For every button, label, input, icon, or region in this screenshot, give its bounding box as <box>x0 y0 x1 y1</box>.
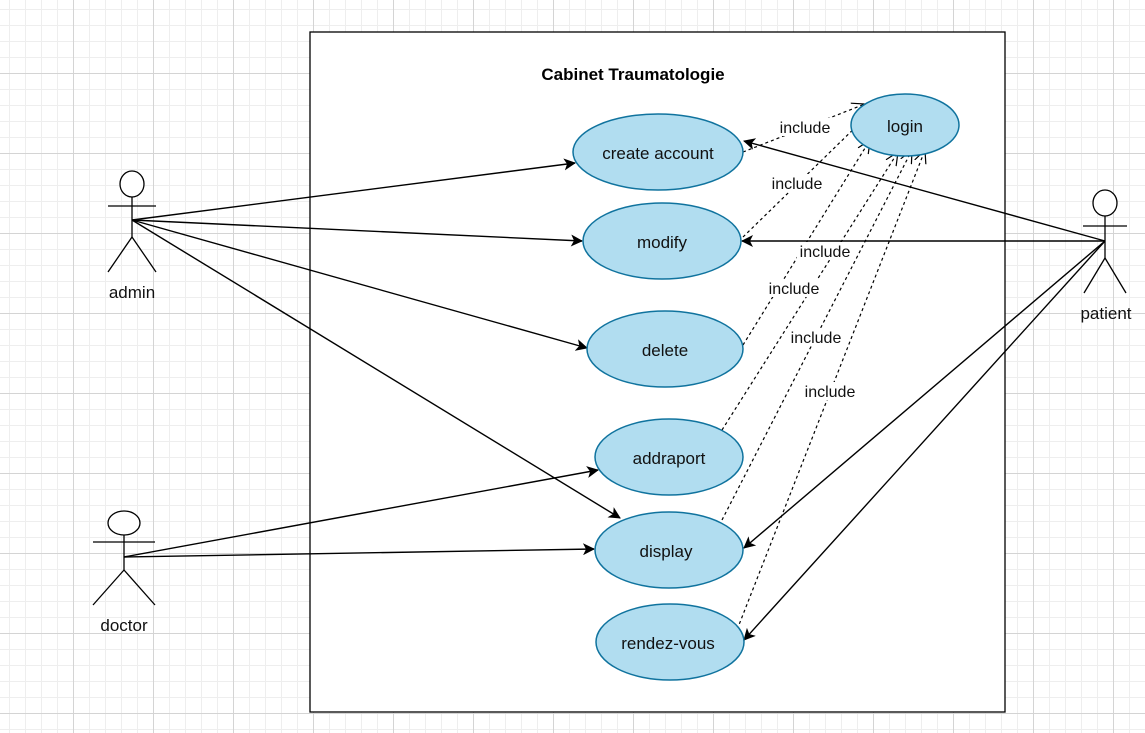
patient-to-display <box>743 240 1106 549</box>
use-case-addraport[interactable]: addraport <box>594 418 744 496</box>
actor-associations <box>123 138 1106 641</box>
actor-label-doctor: doctor <box>100 616 148 635</box>
include-label-modify: include <box>772 176 823 193</box>
admin-to-modify <box>131 219 583 247</box>
admin-to-display <box>131 219 621 519</box>
use-case-delete[interactable]: delete <box>586 310 744 388</box>
use-case-label-rendez-vous: rendez-vous <box>621 634 715 653</box>
actor-head-icon <box>1092 189 1118 217</box>
include-label-addraport: include <box>769 281 820 298</box>
use-case-label-create-account: create account <box>602 144 714 163</box>
actor-doctor[interactable]: doctor <box>92 510 156 635</box>
actor-label-admin: admin <box>109 283 155 302</box>
admin-to-create-account <box>131 158 576 221</box>
use-case-label-login: login <box>887 117 923 136</box>
actor-head-icon <box>107 510 141 536</box>
use-case-login[interactable]: login <box>850 93 960 157</box>
use-case-display[interactable]: display <box>594 511 744 589</box>
actor-patient[interactable]: patient <box>1080 189 1132 323</box>
patient-to-create-account <box>743 138 1106 242</box>
use-case-label-delete: delete <box>642 341 688 360</box>
admin-to-delete <box>131 219 588 351</box>
system-title: Cabinet Traumatologie <box>541 65 724 84</box>
include-label-display: include <box>791 330 842 347</box>
use-case-rendez-vous[interactable]: rendez-vous <box>595 603 745 681</box>
actor-head-icon <box>119 170 145 198</box>
doctor-to-addraport <box>123 466 599 558</box>
include-arrow-create-account <box>742 104 865 153</box>
doctor-to-display <box>123 543 595 558</box>
use-case-create-account[interactable]: create account <box>572 113 744 191</box>
use-case-label-display: display <box>640 542 693 561</box>
include-label-create-account: include <box>780 120 831 137</box>
actor-admin[interactable]: admin <box>107 170 157 302</box>
actor-label-patient: patient <box>1080 304 1131 323</box>
use-case-label-addraport: addraport <box>633 449 706 468</box>
include-labels: include include include include include … <box>766 118 858 401</box>
patient-to-rendez-vous <box>743 240 1106 641</box>
include-label-delete: include <box>800 244 851 261</box>
use-case-modify[interactable]: modify <box>582 202 742 280</box>
use-case-label-modify: modify <box>637 233 688 252</box>
include-label-rendez-vous: include <box>805 384 856 401</box>
